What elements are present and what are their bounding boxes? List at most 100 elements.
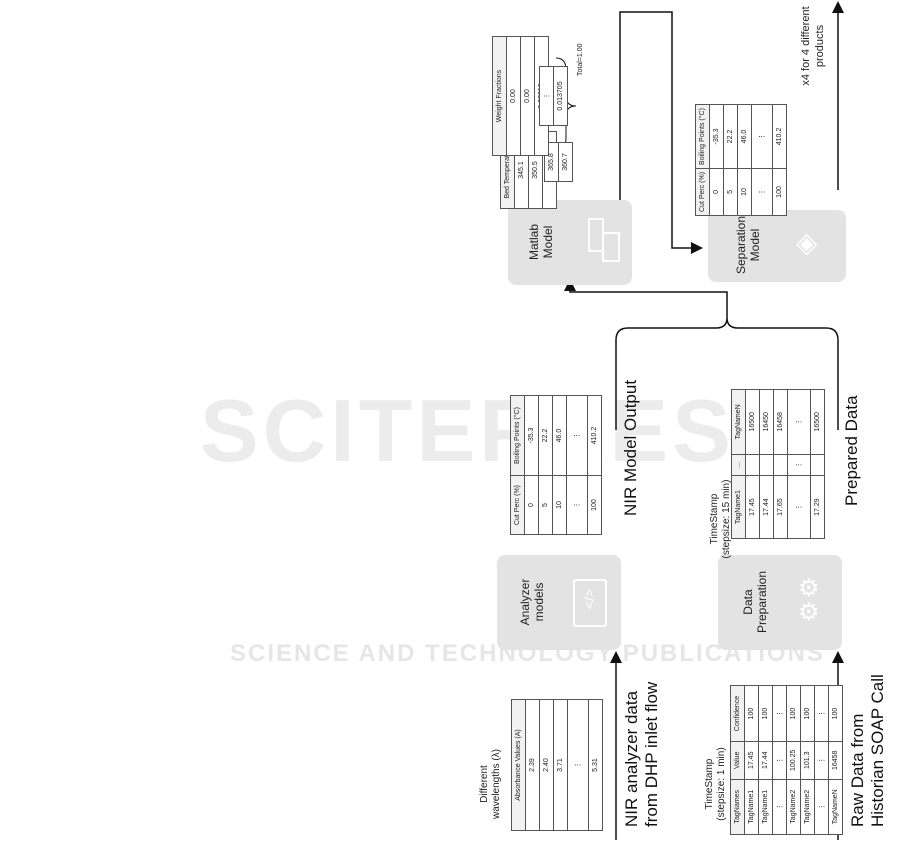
raw-cell: 100 xyxy=(744,685,759,742)
prepared-cell xyxy=(810,454,825,476)
gears-icon: ⚙⚙ xyxy=(798,575,820,626)
nir-output-label: NIR Model Output xyxy=(621,379,640,516)
weights-cell: ⋮ xyxy=(539,66,554,126)
weights-cell: 0.013705 xyxy=(553,66,568,126)
sep-output-table-wrap: Cut Perc (%)Boiling Points (°C) 0-35.3 5… xyxy=(695,104,805,216)
prepared-cell xyxy=(773,454,788,476)
total-label: Total=1.00 xyxy=(577,43,584,77)
nir-out-cell: ⋮ xyxy=(566,395,588,476)
prepared-header: ... xyxy=(731,454,746,476)
raw-cell: 16458 xyxy=(828,741,843,780)
prepared-header: TagName1 xyxy=(731,475,746,539)
nir-output-table-wrap: Cut Perc (%)Boiling Points (°C) 0-35.3 5… xyxy=(510,395,602,535)
nir-out-cell: 46.0 xyxy=(552,395,567,476)
sep-out-cell: 46.0 xyxy=(737,104,752,169)
nir-out-cell: 5 xyxy=(538,475,553,535)
nir-out-cell: -35.3 xyxy=(524,395,539,476)
sep-out-cell: 5 xyxy=(723,168,738,216)
raw-cell: 17.45 xyxy=(744,741,759,780)
prepared-cell: 16458 xyxy=(773,389,788,455)
prepared-cell xyxy=(745,454,760,476)
prepared-cell: 16500 xyxy=(810,389,825,455)
separation-output-table: Cut Perc (%)Boiling Points (°C) 0-35.3 5… xyxy=(695,104,787,216)
raw-cell: TagNameN xyxy=(828,779,843,835)
sep-out-cell: 100 xyxy=(772,168,787,216)
table-row: 17.45 16500 xyxy=(745,389,760,539)
table-row: ⋮⋮⋮ xyxy=(772,685,787,835)
absorbance-table-wrap: Absorbance Values (A) 2.39 2.40 3.71 ⋮ 5… xyxy=(511,699,603,831)
nir-out-cell: ⋮ xyxy=(566,475,588,535)
raw-cell: TagName1 xyxy=(744,779,759,835)
sep-out-cell: -35.3 xyxy=(709,104,724,169)
computer-icon xyxy=(586,218,620,264)
to-matlab-path xyxy=(564,279,728,318)
prepared-cell: ⋮ xyxy=(787,454,811,476)
matlab-to-sep-path xyxy=(619,11,703,254)
raw-header: TagNames xyxy=(730,779,745,835)
cubes-icon: ◈ xyxy=(796,227,818,258)
raw-header: Value xyxy=(730,741,745,780)
prepared-cell: 17.29 xyxy=(810,475,825,539)
prepared-cell: 16500 xyxy=(745,389,760,455)
raw-cell: 100 xyxy=(828,685,843,742)
prepared-cell xyxy=(759,454,774,476)
table-row: 0-35.3 xyxy=(709,104,724,216)
prepared-cell: 16450 xyxy=(759,389,774,455)
nir-out-cell: 100 xyxy=(587,475,602,535)
merge-bracket xyxy=(615,317,839,341)
sep-out-cell: 0 xyxy=(709,168,724,216)
raw-cell: 101.3 xyxy=(800,741,815,780)
nir-out-cell: 10 xyxy=(552,475,567,535)
raw-cell: 17.44 xyxy=(758,741,773,780)
nir-out-header: Boiling Points (°C) xyxy=(510,395,525,476)
raw-cell: 100 xyxy=(758,685,773,742)
table-row: 17.29 16500 xyxy=(810,389,825,539)
table-row: 0-35.3 xyxy=(524,395,539,535)
sep-out-cell: 22.2 xyxy=(723,104,738,169)
raw-cell: ⋮ xyxy=(772,685,787,742)
weights-cell: 0.00 xyxy=(506,36,521,156)
raw-cell: 100 xyxy=(786,685,801,742)
absorbance-cell: 2.40 xyxy=(539,699,554,831)
raw-cell: 100 xyxy=(800,685,815,742)
prepared-cell: 17.45 xyxy=(745,475,760,539)
nir-out-header: Cut Perc (%) xyxy=(510,475,525,535)
sep-out-cell: ⋮ xyxy=(751,168,773,216)
table-row: ⋮⋮ xyxy=(751,104,773,216)
raw-header: Confidence xyxy=(730,685,745,742)
bed-cell: 360.7 xyxy=(558,142,573,182)
weight-fractions-table-2: ⋮ 0.013705 xyxy=(539,66,568,126)
raw-cell: ⋮ xyxy=(772,779,787,835)
table-row: ⋮⋮⋮ xyxy=(787,389,811,539)
prepared-header: TagNameN xyxy=(731,389,746,455)
absorbance-cell: 5.31 xyxy=(588,699,603,831)
nir-out-cell: 0 xyxy=(524,475,539,535)
prepared-cell: ⋮ xyxy=(787,389,811,455)
prepared-cell: ⋮ xyxy=(787,475,811,539)
raw-cell: ⋮ xyxy=(814,685,829,742)
absorbance-table: Absorbance Values (A) 2.39 2.40 3.71 ⋮ 5… xyxy=(511,699,603,831)
raw-cell: ⋮ xyxy=(814,741,829,780)
